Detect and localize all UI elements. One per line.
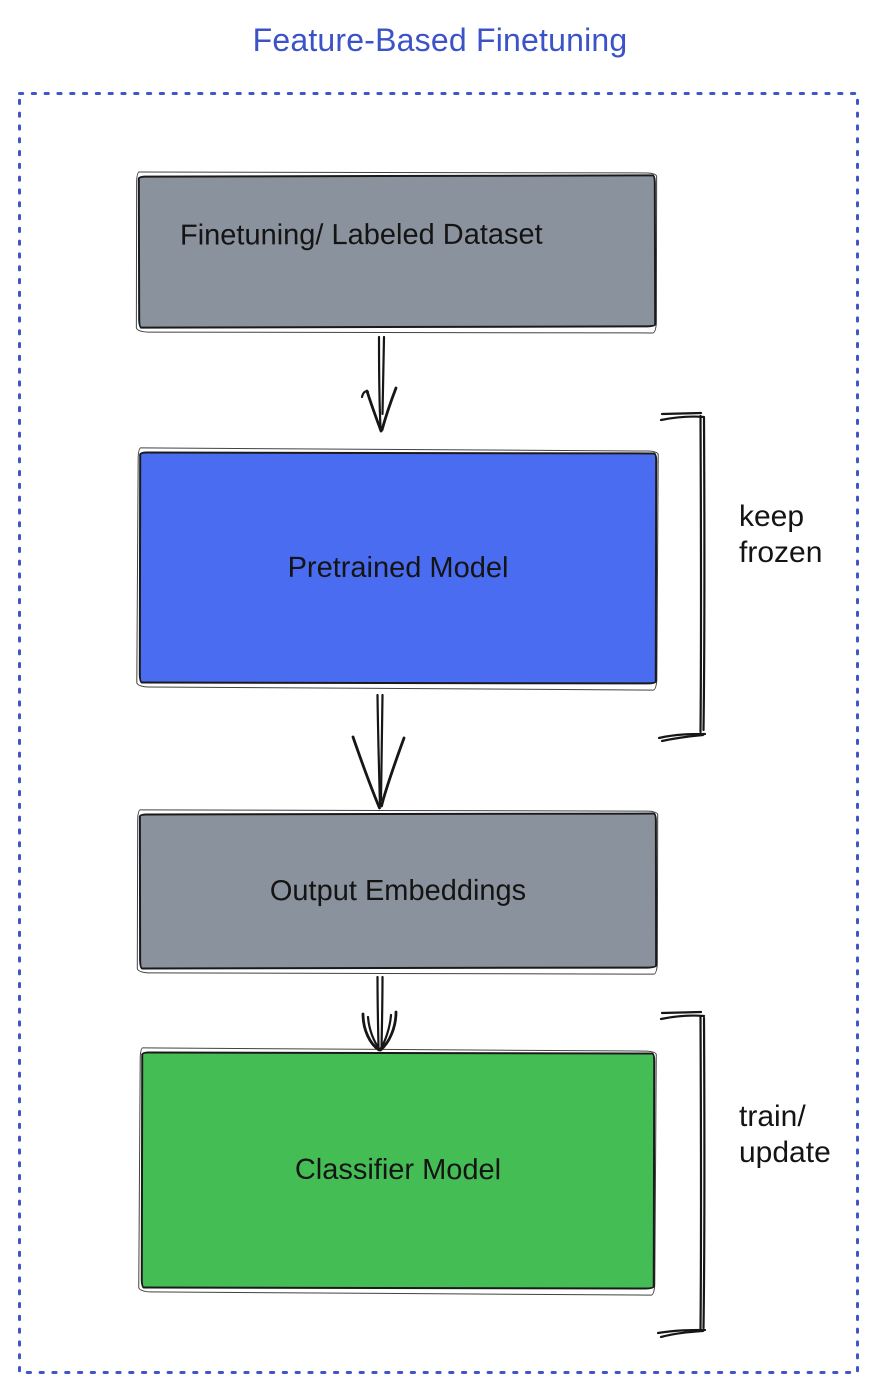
diagram-title: Feature-Based Finetuning	[252, 22, 628, 58]
node-output-embeddings-label: Output Embeddings	[269, 874, 527, 907]
node-classifier-model: Classifier Model	[140, 1051, 656, 1290]
arrow-pretrained-to-embeddings-icon	[351, 693, 406, 810]
node-pretrained-model: Pretrained Model	[138, 451, 658, 685]
annotation-keep-frozen: keep frozen	[739, 499, 822, 571]
annotation-train-update-line2: update	[739, 1136, 831, 1169]
bracket-keep-frozen-icon	[657, 411, 707, 743]
node-classifier-model-label: Classifier Model	[294, 1153, 502, 1187]
node-finetuning-labeled-dataset-label: Finetuning/ Labeled Dataset	[179, 218, 543, 252]
annotation-keep-frozen-line1: keep	[739, 500, 805, 533]
annotation-train-update: train/ update	[739, 1099, 831, 1171]
annotation-keep-frozen-line2: frozen	[739, 536, 823, 569]
node-pretrained-model-label: Pretrained Model	[287, 551, 509, 584]
arrow-dataset-to-pretrained-icon	[360, 335, 398, 433]
node-output-embeddings: Output Embeddings	[138, 812, 658, 970]
annotation-train-update-line1: train/	[739, 1100, 806, 1133]
node-finetuning-labeled-dataset: Finetuning/ Labeled Dataset	[137, 174, 657, 329]
arrow-embeddings-to-classifier-icon	[361, 975, 398, 1052]
bracket-train-update-icon	[656, 1010, 707, 1339]
